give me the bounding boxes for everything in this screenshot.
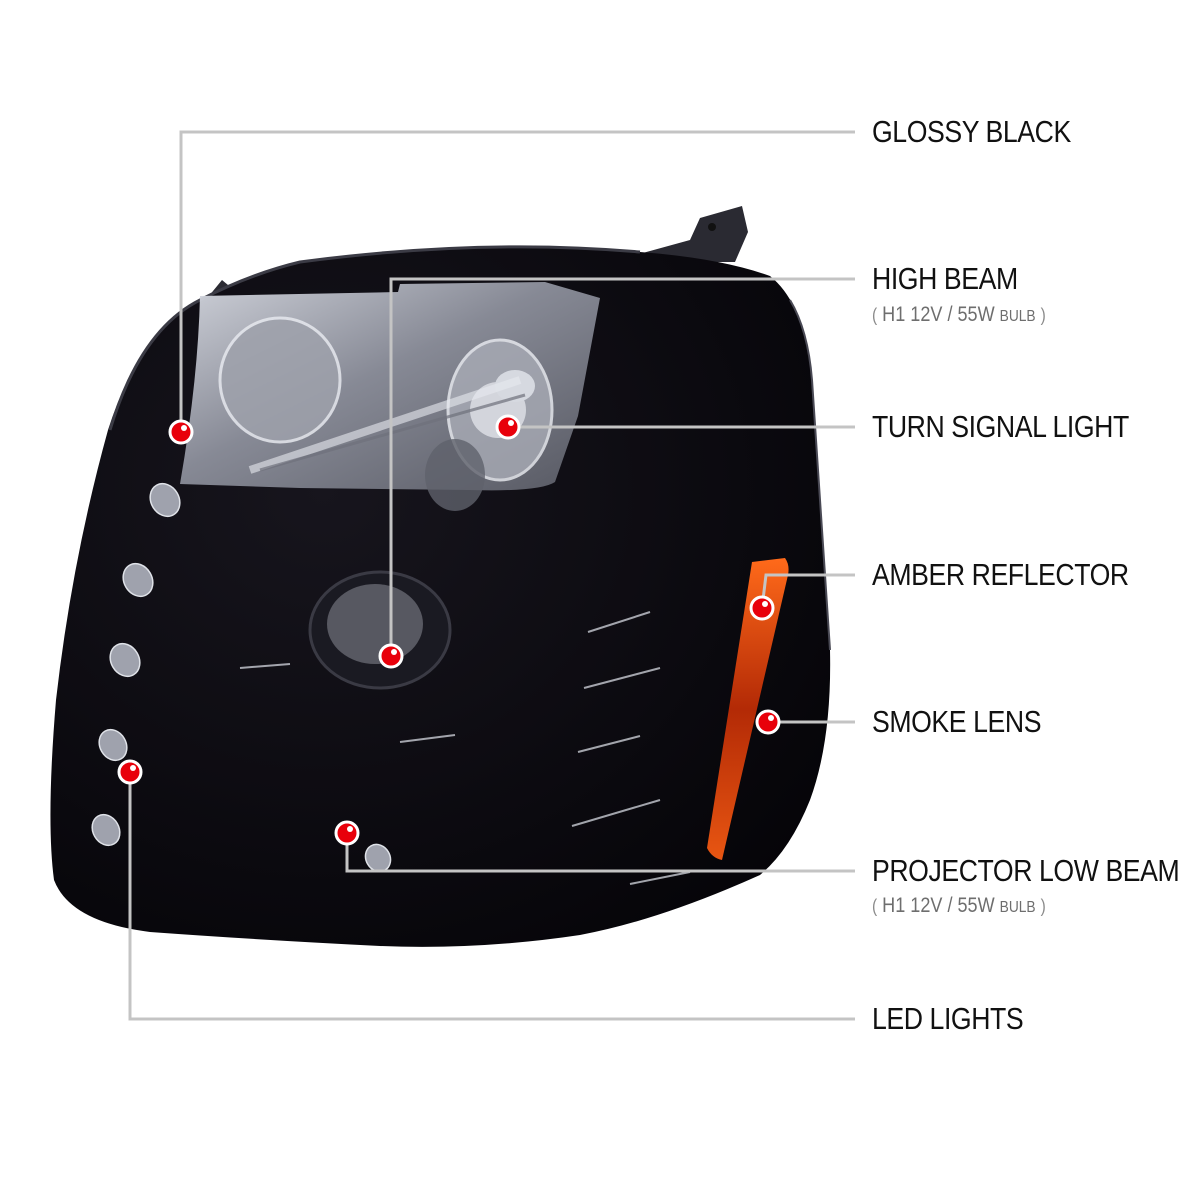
leader-lines — [128, 130, 855, 1021]
callout-dot-turn-signal-icon — [495, 414, 521, 440]
paren-close: ) — [1040, 305, 1046, 325]
paren-close: ) — [1040, 896, 1046, 916]
leader-line-high-beam — [389, 277, 855, 656]
callout-dot-amber-reflector-icon — [749, 595, 775, 621]
label-amber-reflector: AMBER REFLECTOR — [872, 557, 1129, 592]
label-projector-low-beam: PROJECTOR LOW BEAM — [872, 853, 1180, 888]
bulb-unit: BULB — [999, 899, 1036, 916]
callout-dot-glossy-black-icon — [168, 419, 194, 445]
leader-line-glossy-black — [179, 130, 855, 432]
callout-dot-led-lights-icon — [117, 759, 143, 785]
mounting-tab — [610, 206, 748, 262]
callout-dot-high-beam-icon — [378, 643, 404, 669]
amber-reflector-part — [707, 558, 789, 860]
led-bulbs — [91, 482, 392, 873]
label-smoke-lens: SMOKE LENS — [872, 704, 1042, 739]
paren-open: ( — [872, 896, 878, 916]
leader-line-led-lights — [128, 772, 855, 1021]
leader-line-projector-low-beam — [345, 833, 855, 873]
label-turn-signal-light: TURN SIGNAL LIGHT — [872, 409, 1129, 444]
paren-open: ( — [872, 305, 878, 325]
callout-dot-projector-low-beam-icon — [334, 820, 360, 846]
bulb-spec: H1 12V / 55W — [882, 303, 995, 326]
callout-dots — [117, 414, 781, 846]
bulb-unit: BULB — [999, 308, 1036, 325]
label-glossy-black: GLOSSY BLACK — [872, 114, 1071, 149]
label-high-beam: HIGH BEAM — [872, 261, 1018, 296]
label-led-lights: LED LIGHTS — [872, 1001, 1024, 1036]
bulb-spec: H1 12V / 55W — [882, 894, 995, 917]
sublabel-high-beam-bulb-spec: ( H1 12V / 55W BULB ) — [872, 304, 1046, 325]
callout-dot-smoke-lens-icon — [755, 709, 781, 735]
sublabel-projector-low-beam-bulb-spec: ( H1 12V / 55W BULB ) — [872, 895, 1046, 916]
